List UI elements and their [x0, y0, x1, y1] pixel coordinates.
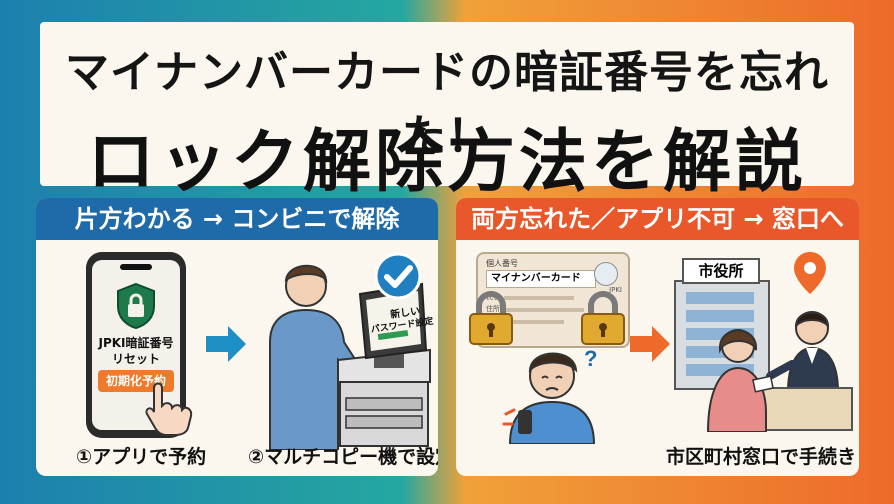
- card-logo: JPKI: [609, 286, 622, 294]
- right-panel-heading: 両方忘れた／アプリ不可 → 窓口へ: [456, 198, 859, 240]
- check-badge-icon: [374, 252, 422, 300]
- left-panel: 片方わかる → コンビニで解除 JPKI暗証番号 リセット 初期化予約: [36, 198, 438, 476]
- shield-lock-icon: [117, 282, 155, 330]
- app-name-line-1: JPKI暗証番号: [98, 336, 174, 350]
- building-sign: 市役所: [682, 258, 760, 284]
- arrow-right-orange-icon: [630, 326, 670, 362]
- step2-caption: ②マルチコピー機で設定: [248, 446, 438, 468]
- title-line-1: マイナンバーカードの暗証番号を忘れた！: [64, 47, 830, 162]
- person-at-copier-illustration: [269, 264, 431, 451]
- padlock-right-icon: [581, 291, 625, 345]
- confused-person-illustration: ?: [502, 346, 597, 444]
- app-name-line-2: リセット: [111, 352, 160, 366]
- kiosk-scene: 新しい パスワード設定: [254, 250, 434, 451]
- smartphone: JPKI暗証番号 リセット 初期化予約: [86, 252, 193, 438]
- right-panel: 両方忘れた／アプリ不可 → 窓口へ 個人番号 マイナンバーカード 氏名 住所 J…: [456, 198, 859, 476]
- counter-staff-illustration: [706, 311, 853, 432]
- title-band: マイナンバーカードの暗証番号を忘れた！ ロック解除方法を解説: [40, 22, 854, 202]
- title-line-2: ロック解除方法を解説: [86, 123, 807, 202]
- arrow-right-icon: [206, 326, 246, 362]
- tapping-hand-icon: [145, 382, 193, 436]
- step1-caption: ①アプリで予約: [76, 446, 207, 468]
- card-hologram-icon: [594, 262, 618, 286]
- svg-text:?: ?: [584, 346, 597, 371]
- card-label-address: 住所: [486, 305, 500, 313]
- card-header: 個人番号: [486, 259, 518, 268]
- location-pin-icon: [794, 252, 826, 294]
- padlock-left-icon: [469, 291, 513, 345]
- counter-caption: 市区町村窓口で手続き: [666, 446, 857, 468]
- left-panel-heading: 片方わかる → コンビニで解除: [36, 198, 438, 240]
- card-title: マイナンバーカード: [486, 270, 596, 288]
